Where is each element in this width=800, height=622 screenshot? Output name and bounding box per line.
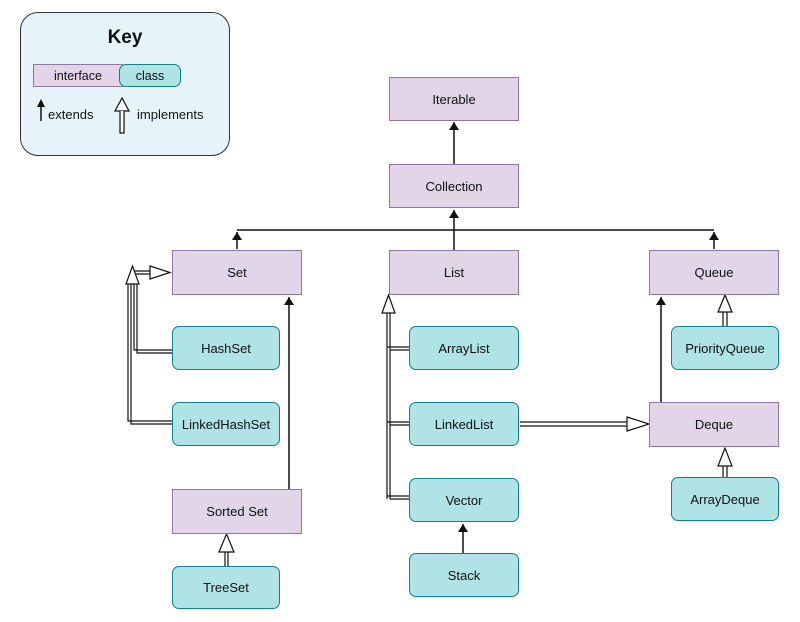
extends-edges <box>232 122 719 553</box>
node-deque: Deque <box>649 402 779 447</box>
node-linkedlist: LinkedList <box>409 402 519 446</box>
node-queue: Queue <box>649 250 779 295</box>
node-sorted-set: Sorted Set <box>172 489 302 534</box>
node-hashset: HashSet <box>172 326 280 370</box>
hollow-arrow-queue <box>717 293 733 313</box>
node-linkedhashset: LinkedHashSet <box>172 402 280 446</box>
node-collection: Collection <box>389 164 519 208</box>
node-stack: Stack <box>409 553 519 597</box>
edge-arraydeque-deque <box>722 466 728 477</box>
edge-hashset-set <box>133 283 172 354</box>
legend-title: Key <box>107 27 143 48</box>
legend-interface-swatch: interface <box>33 64 123 87</box>
node-list: List <box>389 250 519 295</box>
legend-implements-label: implements <box>137 107 204 122</box>
hollow-arrow-set-side <box>149 265 172 280</box>
node-set: Set <box>172 250 302 295</box>
edge-linkedlist-deque <box>520 421 628 427</box>
node-vector: Vector <box>409 478 519 522</box>
legend: Key interface class extends implements <box>20 12 230 156</box>
hollow-arrow-deque-bottom <box>717 446 733 467</box>
node-treeset: TreeSet <box>172 566 280 609</box>
legend-extends-label: extends <box>48 107 94 122</box>
hollow-arrow-sortedset <box>218 532 235 553</box>
edge-linkedhashset-set <box>127 283 172 425</box>
implements-arrow-icon <box>114 97 130 134</box>
hollow-arrow-deque <box>626 416 651 432</box>
node-iterable: Iterable <box>389 77 519 121</box>
implements-edges <box>125 264 733 566</box>
edge-priorityqueue-queue <box>722 312 728 326</box>
node-arraydeque: ArrayDeque <box>671 477 779 521</box>
extends-arrow-icon <box>37 99 45 121</box>
hollow-arrow-set-bottom <box>125 264 140 285</box>
legend-class-swatch: class <box>119 64 181 87</box>
edge-treeset-sortedset <box>224 552 229 566</box>
node-priorityqueue: PriorityQueue <box>671 326 779 370</box>
node-arraylist: ArrayList <box>409 326 519 370</box>
hollow-arrow-list <box>381 293 396 314</box>
edge-list-impls <box>386 312 409 500</box>
